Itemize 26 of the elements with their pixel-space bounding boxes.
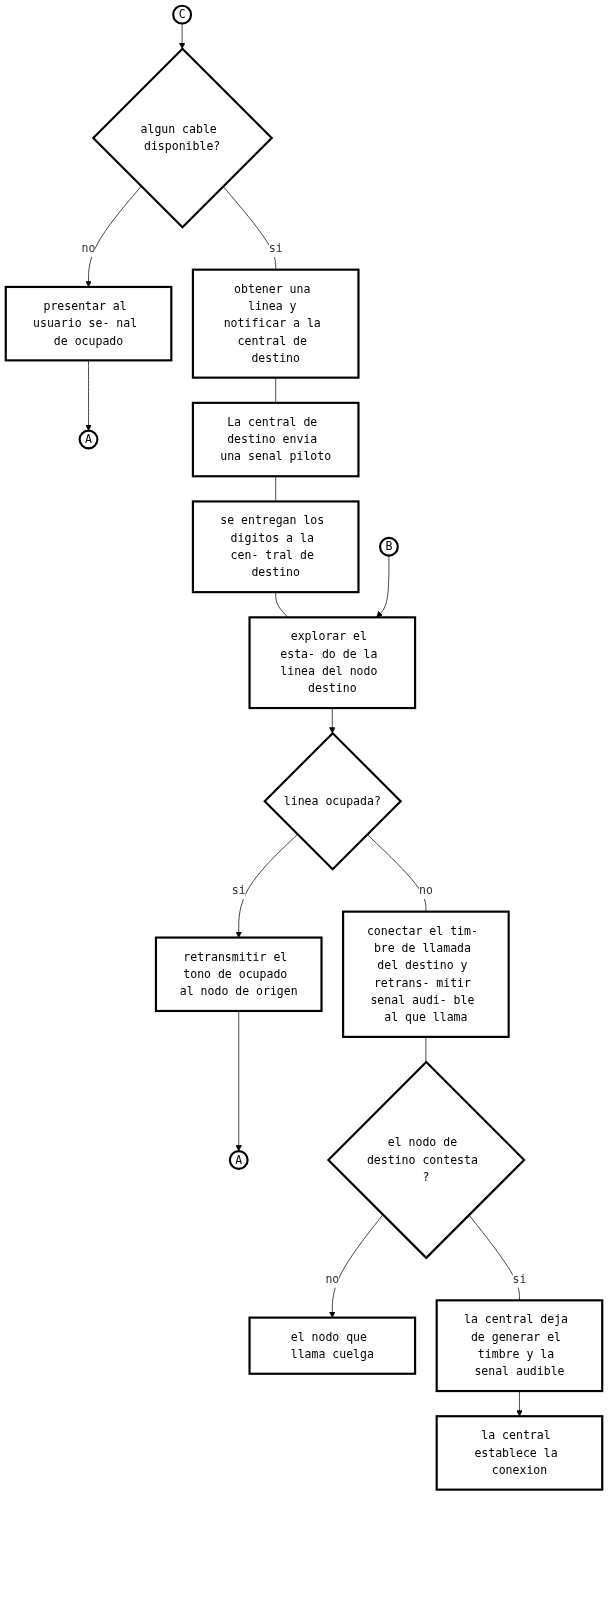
edge-label: si — [231, 883, 246, 897]
node-box: obtener una linea y notificar a la central de destino — [191, 268, 360, 379]
edge-label: no — [81, 241, 96, 255]
node-box: la central establece la conexion — [435, 1415, 604, 1491]
node-diamond: linea ocupada? — [263, 731, 403, 871]
connector — [468, 1214, 520, 1301]
node-circle: B — [379, 536, 399, 557]
edge-label: si — [268, 241, 283, 255]
node-box: se entregan los digitos a la cen- tral de destino — [191, 500, 360, 594]
edge-label: no — [325, 1271, 340, 1286]
node-box: explorar el esta- do de la linea del nodo destino — [248, 616, 417, 710]
node-circle: A — [228, 1150, 249, 1170]
edge-label: si — [512, 1271, 527, 1286]
node-box: conectar el tim- bre de llamada del destino y retrans- mitir senal audi- ble al que llama — [342, 910, 510, 1038]
node-box: la central deja de generar el timbre y la senal audible — [435, 1299, 604, 1393]
edge-label: no — [418, 883, 433, 897]
node-box: presentar al usuario se- nal de ocupado — [4, 285, 173, 362]
node-diamond: el nodo de destino contesta ? — [326, 1060, 526, 1260]
node-circle: A — [78, 429, 99, 450]
connector — [366, 834, 427, 912]
connector — [425, 1036, 427, 1063]
node-circle: C — [172, 4, 193, 25]
node-box: La central de destino envia una senal piloto — [191, 401, 360, 478]
node-diamond: algun cable disponible? — [91, 47, 274, 229]
node-box: retransmitir el tono de ocupado al nodo de origen — [154, 936, 323, 1013]
node-box: el nodo que llama cuelga — [248, 1316, 417, 1375]
